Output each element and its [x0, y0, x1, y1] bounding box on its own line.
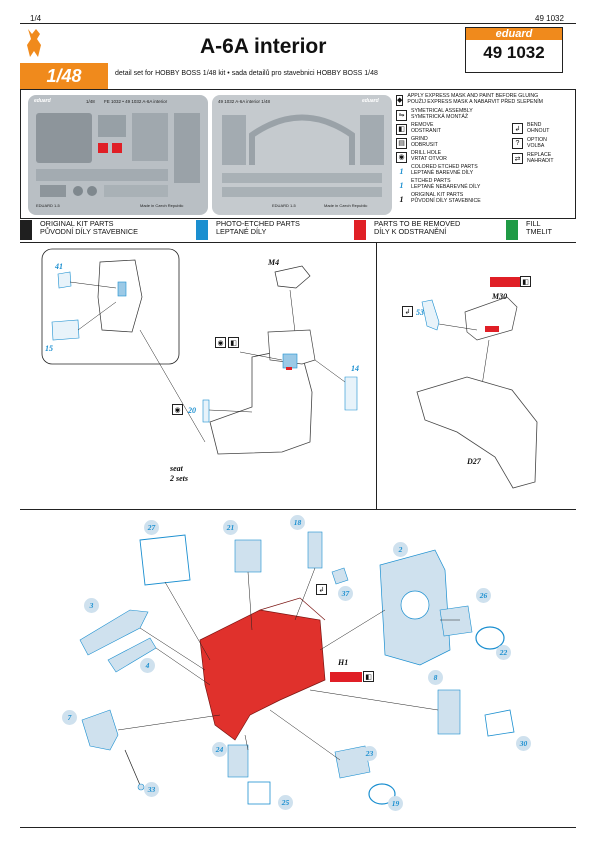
fret-right-made-in: Made in Czech Republic [324, 203, 368, 208]
grind-icon: ▤ [396, 137, 407, 149]
replace-icon: ⇄ [512, 153, 523, 164]
eduard-mascot-icon [23, 27, 45, 59]
part-26: 26 [476, 588, 491, 603]
legend-right: ↲ BEND OHNOUT ? OPTION VOLBA ⇄ REPLACE N… [512, 121, 574, 166]
legend-grind-text: GRIND ODBRUSIT [411, 136, 438, 148]
fret-right: 49 1032 A-6A interior 1/48 eduard EDUARD… [212, 95, 392, 215]
bend-icon: ↲ [316, 584, 327, 595]
fret-right-id: EDUARD 1-5 [272, 203, 296, 208]
step-seat: 41 15 14 20 M4 seat 2 sets ◉ ◧ ◉ [20, 242, 376, 510]
step-divider [376, 242, 377, 510]
legend-left: ◆ APPLY EXPRESS MASK AND PAINT BEFORE GL… [396, 92, 543, 206]
legend-bend-text: BEND OHNOUT [527, 121, 550, 134]
fret-left-label: FE 1032 • 49 1032 A-6A interior [104, 99, 168, 104]
part-8: 8 [428, 670, 443, 685]
header-rule [20, 23, 576, 24]
remove-icon: ◧ [520, 276, 531, 287]
product-code: 49 1032 [483, 43, 545, 62]
bend-icon: ↲ [512, 123, 523, 134]
key-fill: FILL TMELIT [506, 220, 576, 240]
remove-icon: ◧ [363, 671, 374, 682]
kit-part-m30: M30 [492, 292, 508, 301]
part-7: 7 [62, 710, 77, 725]
symmetric-icon: ⇋ [396, 109, 407, 121]
step-row-bottom [20, 510, 576, 828]
part-33: 33 [144, 782, 159, 797]
key-remove-parts: PARTS TO BE REMOVED DÍLY K ODSTRANĚNÍ [354, 220, 506, 240]
fret-right-label: 49 1032 A-6A interior 1/48 [218, 99, 271, 104]
part-22: 22 [496, 645, 511, 660]
page-number: 1/4 [30, 14, 42, 23]
part-37: 37 [338, 586, 353, 601]
legend-remove-text: REMOVE ODSTRANIT [411, 122, 441, 134]
step-row-top [20, 242, 576, 510]
drill-icon: ◉ [215, 337, 226, 348]
subtitle: detail set for HOBBY BOSS 1/48 kit • sad… [115, 70, 378, 77]
seat-note: seat 2 sets [170, 464, 188, 483]
fret-right-brand: eduard [362, 98, 379, 104]
key-pe-parts: PHOTO-ETCHED PARTS LEPTANÉ DÍLY [196, 220, 354, 240]
kit-part-d27: D27 [467, 457, 481, 466]
part-4: 4 [140, 658, 155, 673]
mask-icon: ◆ [396, 94, 404, 106]
part-19: 19 [388, 796, 403, 811]
bend-icon: ↲ [402, 306, 413, 317]
etched-part-icon: 1 [399, 180, 404, 190]
drill-icon: ◉ [172, 404, 183, 415]
part-20: 20 [188, 406, 196, 415]
part-23: 23 [362, 746, 377, 761]
fret-left-id: EDUARD 1-5 [36, 203, 60, 208]
option-icon: ? [512, 138, 523, 149]
part-21: 21 [223, 520, 238, 535]
page-title: A-6A interior [200, 35, 327, 58]
info-panel [20, 89, 576, 219]
remove-icon: ◧ [396, 123, 407, 135]
legend-replace-text: REPLACE NAHRADIT [527, 151, 554, 164]
part-14: 14 [351, 364, 359, 373]
color-key-bar: ORIGINAL KIT PARTS PŮVODNÍ DÍLY STAVEBNI… [20, 220, 576, 243]
part-3: 3 [84, 598, 99, 613]
legend-colored-text: COLORED ETCHED PARTS LEPTANÉ BAREVNÉ DÍL… [411, 164, 478, 176]
step-panel: ◧ M30 ↲ 53 D27 [377, 242, 576, 510]
colored-part-icon: 1 [399, 166, 404, 176]
part-18: 18 [290, 515, 305, 530]
part-30: 30 [516, 736, 531, 751]
legend-symmetric-text: SYMETRICAL ASSEMBLY SYMETRICKÁ MONTÁŽ [411, 108, 473, 120]
fret-left-scale: 1/48 [86, 99, 95, 104]
brand-label: eduard [466, 28, 562, 40]
part-24: 24 [212, 742, 227, 757]
fret-left-made-in: Made in Czech Republic [140, 203, 184, 208]
legend-mask-text: APPLY EXPRESS MASK AND PAINT BEFORE GLUI… [407, 93, 543, 105]
part-27: 27 [144, 520, 159, 535]
part-41: 41 [55, 262, 63, 271]
kit-part-h1: H1 [338, 658, 349, 667]
key-kit-parts: ORIGINAL KIT PARTS PŮVODNÍ DÍLY STAVEBNI… [20, 220, 196, 240]
kit-part-icon: 1 [399, 194, 404, 204]
part-15: 15 [45, 344, 53, 353]
part-53: 53 [416, 308, 424, 317]
fret-left: eduard 1/48 FE 1032 • 49 1032 A-6A inter… [28, 95, 208, 215]
part-25: 25 [278, 795, 293, 810]
fret-left-brand: eduard [34, 98, 51, 104]
remove-icon: ◧ [228, 337, 239, 348]
kit-part-m4: M4 [268, 258, 280, 267]
legend-etched-text: ETCHED PARTS LEPTANÉ NEBAREVNÉ DÍLY [411, 178, 481, 190]
legend-drill-text: DRILL HOLE VRTAT OTVOR [411, 150, 447, 162]
legend-kit-text: ORIGINAL KIT PARTS PŮVODNÍ DÍLY STAVEBNI… [411, 192, 481, 204]
drill-icon: ◉ [396, 151, 407, 163]
part-2: 2 [393, 542, 408, 557]
brand-box: eduard 49 1032 [465, 27, 563, 73]
legend-option-text: OPTION VOLBA [527, 136, 547, 149]
scale-badge: 1/48 [20, 63, 108, 89]
step-cockpit: 27 21 18 2 3 4 37 26 22 7 8 24 23 33 25 … [20, 510, 576, 828]
code-top: 49 1032 [535, 14, 564, 23]
